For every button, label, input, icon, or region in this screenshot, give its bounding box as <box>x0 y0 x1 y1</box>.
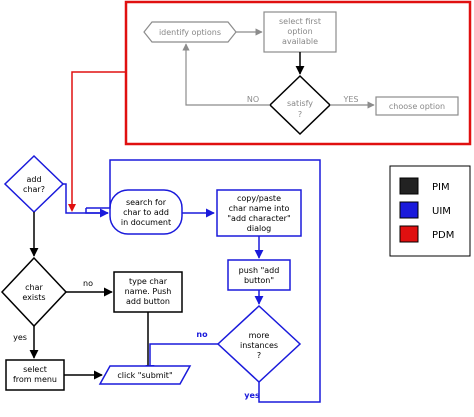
push-add-node <box>227 259 291 291</box>
pdm-panel <box>124 0 472 146</box>
legend-label-pdm: PDM <box>432 230 454 241</box>
click-submit-label: click "submit" <box>117 371 172 380</box>
select-menu-label-2: from menu <box>13 375 57 384</box>
more-instances-label-2: instances <box>240 341 278 350</box>
copy-paste-label-3: "add character" <box>227 214 290 223</box>
exists-yes-label: yes <box>13 333 27 342</box>
type-char-label-1: type char <box>129 277 168 286</box>
copy-paste-label-2: char name into <box>229 204 290 213</box>
legend-item-pim: PIM <box>399 177 450 195</box>
satisfy-label-1: satisfy <box>287 99 313 108</box>
search-char-label-3: in document <box>121 218 171 227</box>
choose-option-label: choose option <box>389 102 445 111</box>
legend-swatch-uim <box>399 201 419 219</box>
type-char-label-3: add button <box>126 297 170 306</box>
legend-swatch-pim <box>399 177 419 195</box>
choose-option-node <box>375 96 459 116</box>
select-first-node <box>263 11 337 53</box>
select-first-label-2: option <box>287 27 312 36</box>
copy-paste-label-4: dialog <box>247 224 271 233</box>
edge-more-no <box>145 343 218 374</box>
more-no-label: no <box>196 330 208 339</box>
edge-more-yes <box>86 159 321 403</box>
satisfy-decision <box>268 74 332 136</box>
select-first-label-1: select first <box>279 17 321 26</box>
add-char-label-1: add <box>26 175 41 184</box>
type-char-label-2: name. Push <box>125 287 172 296</box>
copy-paste-node <box>216 189 302 237</box>
push-add-label-2: button" <box>244 276 274 285</box>
legend-label-uim: UIM <box>432 206 451 217</box>
legend-swatch-pdm <box>399 225 419 243</box>
more-yes-label: yes <box>244 391 260 400</box>
push-add-label-1: push "add <box>239 266 280 275</box>
edge-satisfy-no <box>182 43 270 106</box>
edge-pdm-to-flow <box>71 71 126 208</box>
select-menu-label-1: select <box>23 365 47 374</box>
satisfy-yes-label: YES <box>342 95 358 104</box>
click-submit-node <box>98 365 192 385</box>
search-char-node <box>109 189 183 235</box>
more-instances-label-3: ? <box>257 351 261 360</box>
edge-loop-into-search <box>85 208 108 214</box>
legend-item-pdm: PDM <box>399 225 454 243</box>
char-exists-label-2: exists <box>22 293 45 302</box>
satisfy-label-2: ? <box>298 110 302 119</box>
add-char-decision <box>3 154 65 214</box>
type-char-node <box>113 271 183 313</box>
search-char-label-2: char to add <box>123 208 169 217</box>
legend-label-pim: PIM <box>432 182 450 193</box>
copy-paste-label-1: copy/paste <box>237 194 281 203</box>
search-char-label-1: search for <box>126 198 167 207</box>
identify-options-label: identify options <box>159 28 221 37</box>
select-first-label-3: available <box>282 37 318 46</box>
char-exists-decision <box>0 256 68 328</box>
add-char-label-2: char? <box>23 185 45 194</box>
legend-item-uim: UIM <box>399 201 451 219</box>
satisfy-no-label: NO <box>247 95 259 104</box>
char-exists-label-1: char <box>25 283 43 292</box>
exists-no-label: no <box>83 279 93 288</box>
more-instances-label-1: more <box>249 331 270 340</box>
identify-options-node <box>143 21 237 43</box>
red-arrowhead <box>68 204 76 212</box>
